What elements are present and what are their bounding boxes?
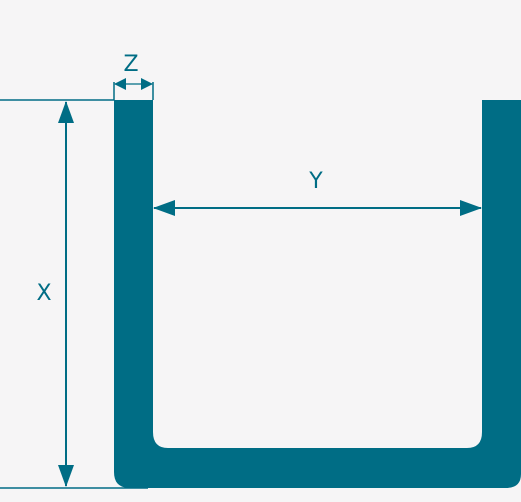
z-label: Z — [123, 52, 138, 77]
x-label: X — [36, 281, 51, 306]
u-channel-profile — [114, 100, 521, 488]
y-label: Y — [308, 169, 323, 194]
